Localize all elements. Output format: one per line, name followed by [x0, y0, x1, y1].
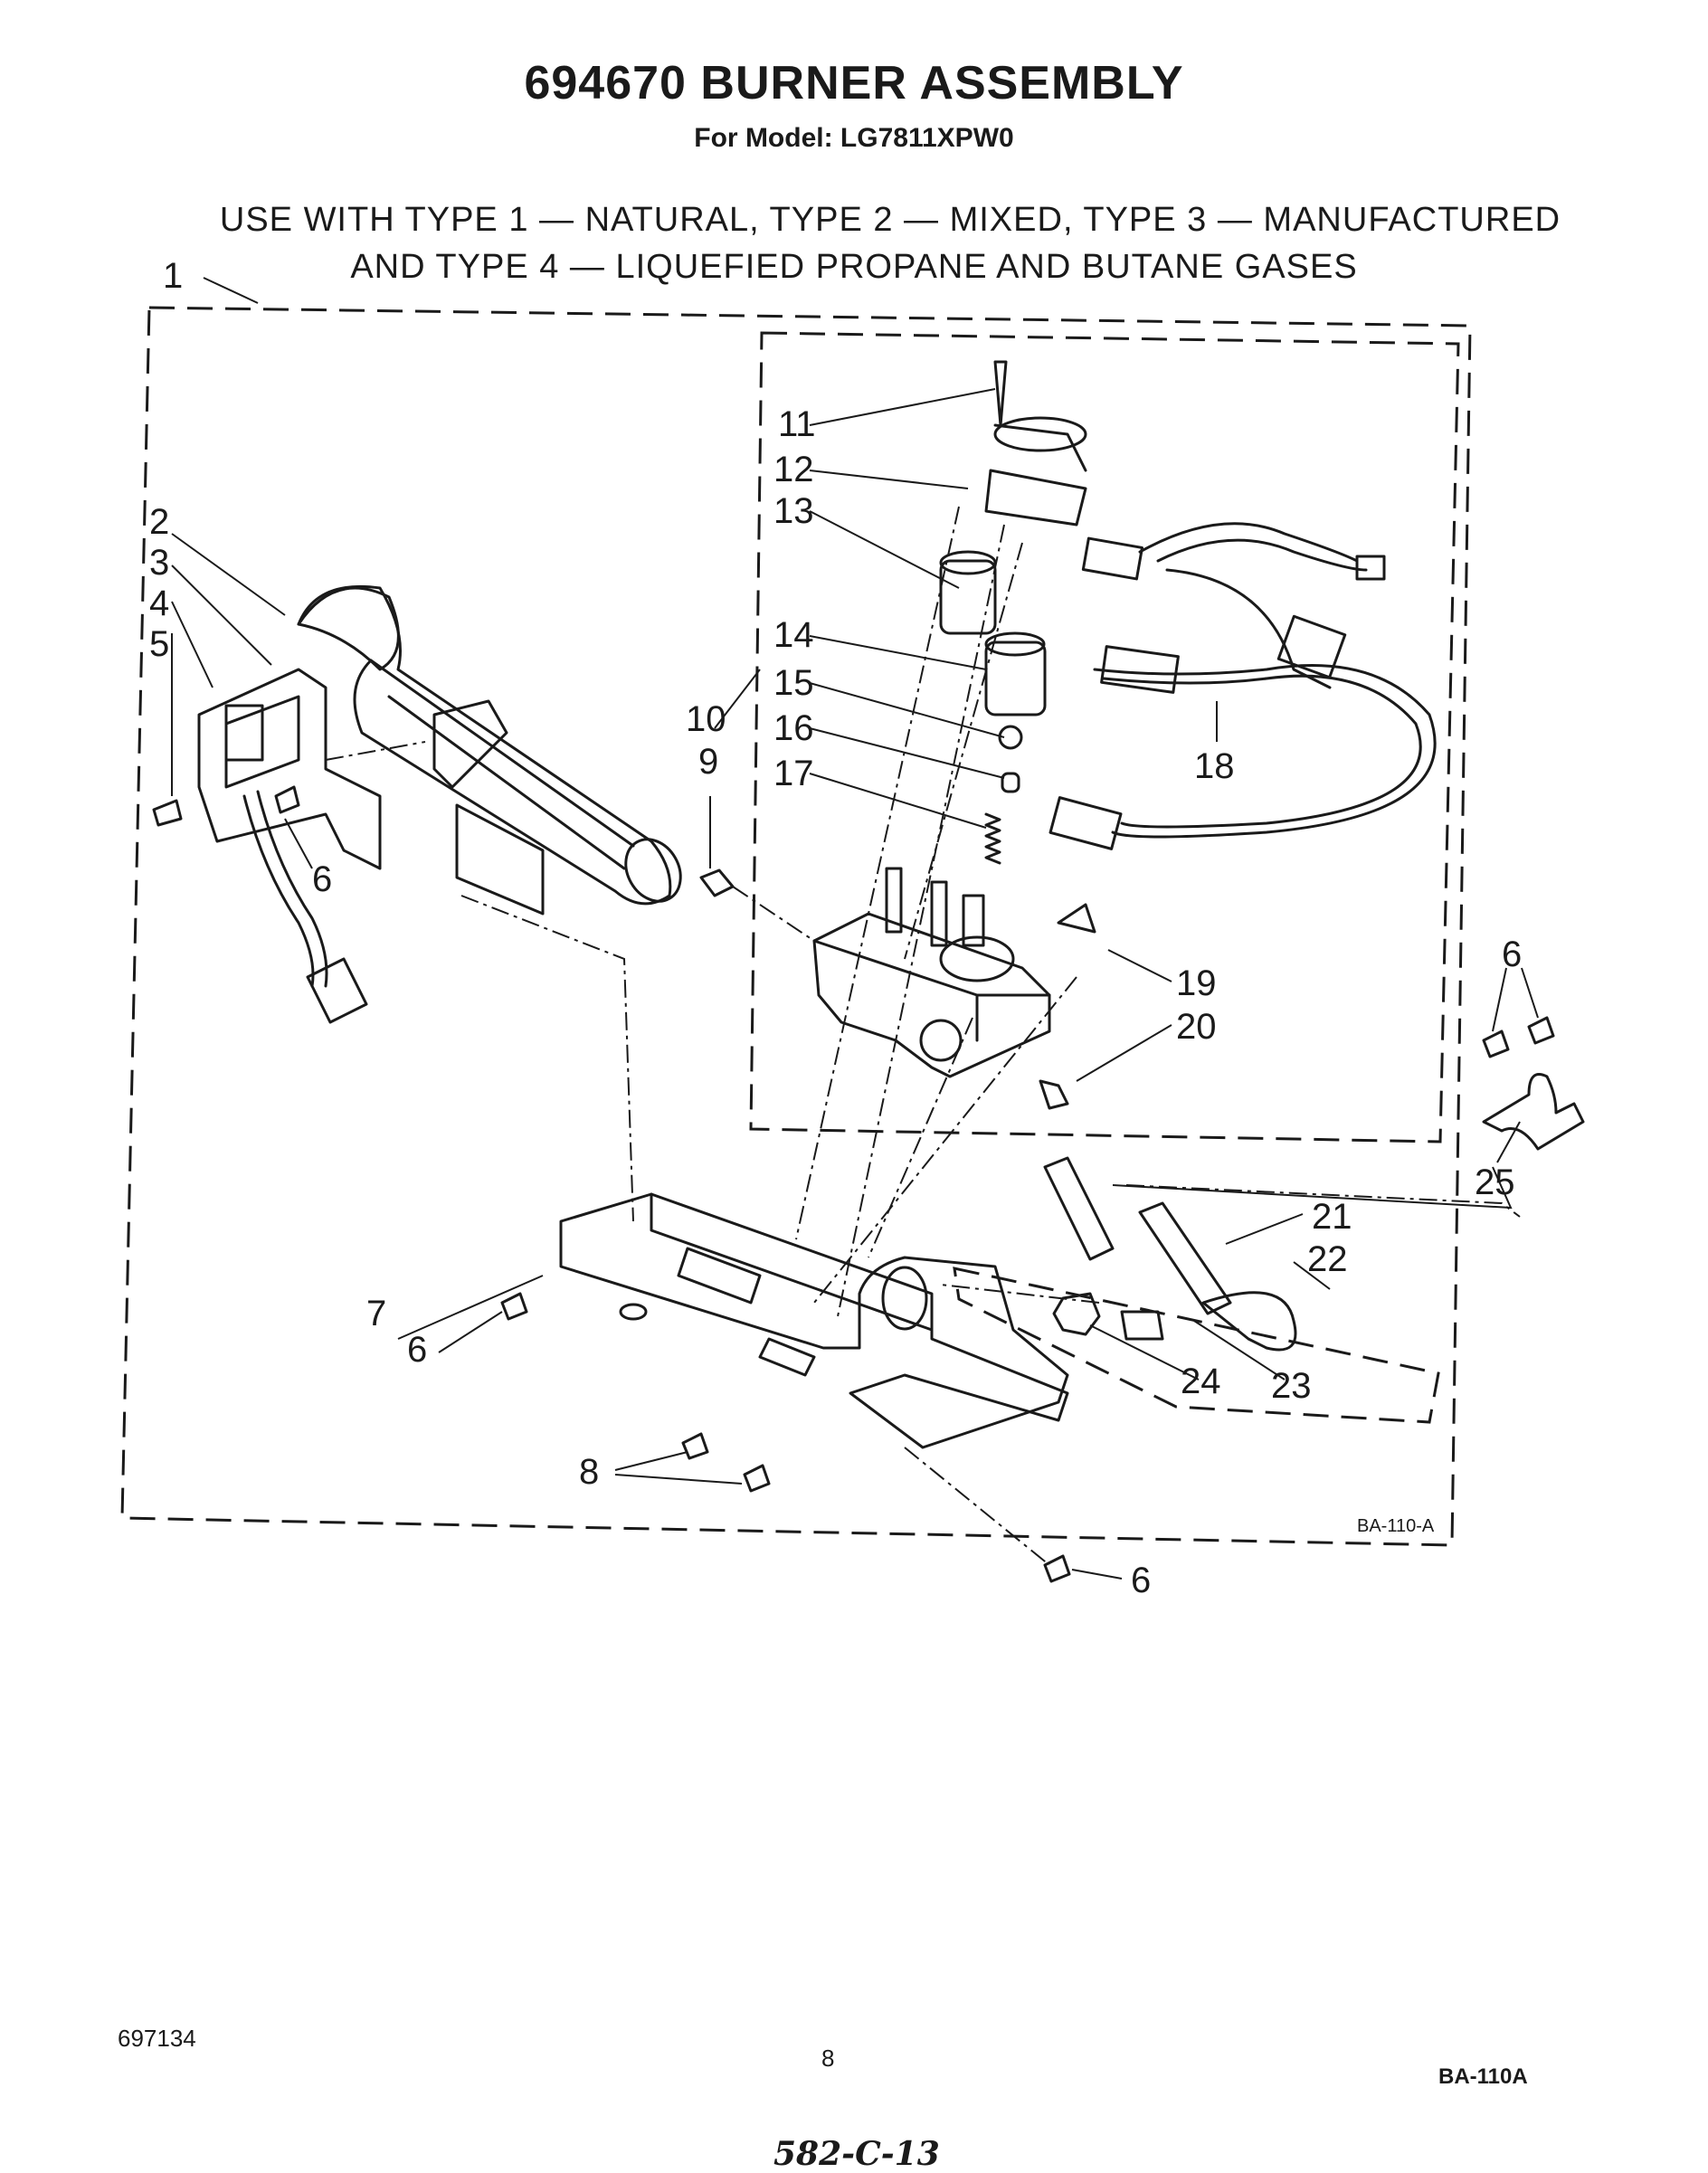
- callout-13: 13: [773, 491, 814, 531]
- callout-24: 24: [1181, 1362, 1221, 1401]
- handwritten-note: 582-C-13: [773, 2135, 940, 2173]
- callout-7: 7: [366, 1294, 386, 1333]
- usage-line-2: AND TYPE 4 — LIQUEFIED PROPANE AND BUTAN…: [350, 248, 1358, 286]
- callout-15: 15: [773, 663, 814, 703]
- callout-12: 12: [773, 450, 814, 489]
- screw-bottom: [1043, 1554, 1071, 1583]
- igniter-subassembly-boundary: [953, 1267, 1440, 1424]
- callout-16: 16: [773, 708, 814, 748]
- valve-fitting-nipple: [1039, 1079, 1069, 1110]
- model-line: For Model: LG7811XPW0: [694, 123, 1014, 153]
- valve-subassembly-boundary: [749, 331, 1460, 1143]
- valve-post-1: [885, 867, 903, 934]
- drawing-code: BA-110-A: [1357, 1516, 1435, 1536]
- callout-3: 3: [149, 543, 169, 583]
- screw-left-bracket: [152, 799, 183, 827]
- callout-2: 2: [149, 502, 169, 542]
- callout-6-bracket: 6: [407, 1330, 427, 1370]
- callout-20: 20: [1176, 1007, 1217, 1047]
- orifice-holder: [1201, 1291, 1297, 1352]
- burner-base-bracket: [559, 1192, 1069, 1449]
- callout-17: 17: [773, 754, 814, 793]
- callout-6-right: 6: [1339, 1523, 1340, 1525]
- callout-19: 19: [1176, 963, 1217, 1003]
- callout-6-clamp: 6: [1502, 935, 1522, 974]
- callout-8: 8: [579, 1452, 599, 1492]
- screw-base-1: [681, 1432, 709, 1460]
- flame-sensor-bracket: [197, 668, 382, 870]
- valve-post-3: [962, 894, 985, 947]
- harness-terminal: [1355, 555, 1386, 581]
- assembly-boundary: [120, 306, 1472, 1547]
- valve-washer: [998, 725, 1023, 750]
- callout-6-bottom: 6: [1131, 1561, 1151, 1600]
- sensor-connector: [306, 957, 368, 1024]
- callout-4: 4: [149, 584, 169, 623]
- callout-23: 23: [1271, 1366, 1312, 1406]
- gas-valve-body: [812, 912, 1051, 1078]
- igniter-nut: [1052, 1292, 1101, 1336]
- page-number: 8: [821, 2045, 835, 2072]
- screw-left-tube: [274, 785, 300, 814]
- callout-labels: 1 2 3 4 5 6 6 6 6 6 7 8 9 10 11 12 13 14…: [149, 256, 1522, 1600]
- page-title: 694670 BURNER ASSEMBLY: [524, 57, 1184, 109]
- callout-11: 11: [778, 404, 816, 444]
- gas-pipe-short: [1043, 1156, 1115, 1261]
- valve-plunger: [1001, 772, 1020, 793]
- pipe-clamp: [1482, 1073, 1585, 1151]
- callout-9: 9: [698, 742, 718, 782]
- harness-connector-1: [1081, 536, 1143, 581]
- wire-harness: [1138, 522, 1359, 563]
- callout-5: 5: [149, 624, 169, 664]
- harness-connector-2: [1100, 645, 1180, 694]
- valve-clip: [1057, 903, 1096, 934]
- callout-6-left: 6: [312, 859, 332, 899]
- gas-pipe-long: [1138, 1201, 1232, 1315]
- callout-22: 22: [1307, 1239, 1348, 1279]
- valve-post-2: [930, 880, 948, 947]
- solenoid-coil-lower: [984, 641, 1047, 716]
- valve-spring: [984, 812, 1001, 865]
- valve-screw-top: [993, 360, 1008, 427]
- valve-inlet: [919, 1019, 963, 1062]
- sheet-code: BA-110A: [1438, 2064, 1528, 2089]
- tube-nut: [699, 868, 735, 897]
- screw-bracket-front: [500, 1292, 528, 1321]
- burner-flame-spreader: [297, 586, 400, 671]
- usage-line-1: USE WITH TYPE 1 — NATURAL, TYPE 2 — MIXE…: [219, 201, 1561, 239]
- burner-tube: [297, 584, 672, 906]
- callout-25: 25: [1475, 1162, 1515, 1202]
- solenoid-coil-upper: [939, 559, 997, 635]
- screw-clamp-2: [1527, 1016, 1555, 1045]
- harness-connector-3: [1276, 614, 1347, 679]
- document-number: 697134: [118, 2025, 196, 2052]
- callout-21: 21: [1312, 1197, 1352, 1237]
- coil-bracket: [984, 469, 1087, 527]
- screw-clamp-1: [1482, 1030, 1510, 1058]
- harness-connector-4: [1049, 796, 1123, 850]
- callout-18: 18: [1194, 746, 1235, 786]
- igniter-fitting: [1120, 1310, 1164, 1341]
- callout-10: 10: [686, 699, 726, 739]
- screw-base-2: [743, 1464, 771, 1493]
- callout-1: 1: [163, 256, 183, 296]
- callout-14: 14: [773, 615, 814, 655]
- tube-bracket: [432, 699, 508, 789]
